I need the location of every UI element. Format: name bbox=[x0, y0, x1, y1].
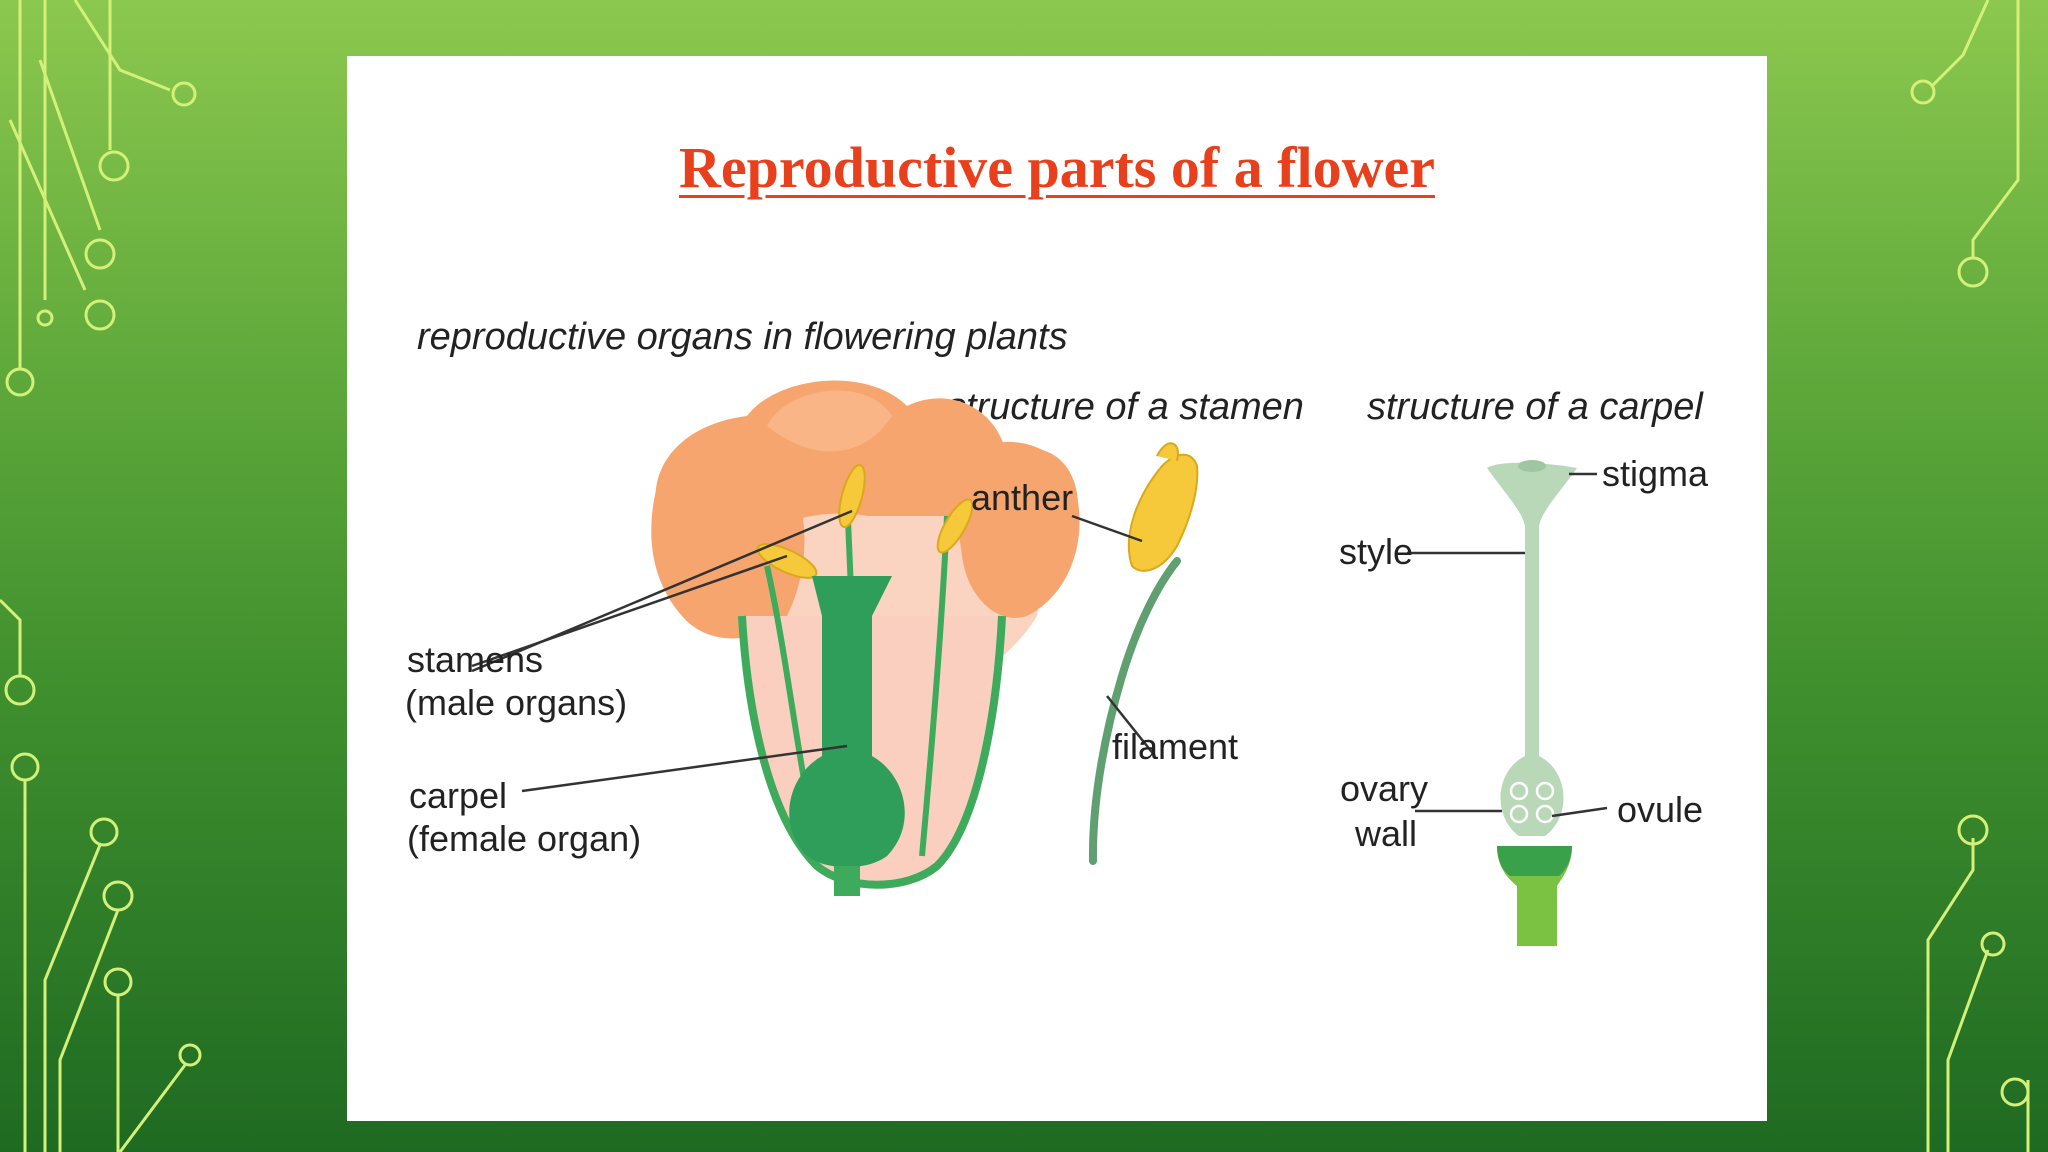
label-stigma: stigma bbox=[1602, 453, 1709, 494]
caption-carpel: structure of a carpel bbox=[1367, 386, 1704, 428]
caption-stamen: structure of a stamen bbox=[947, 386, 1304, 428]
label-filament: filament bbox=[1112, 726, 1238, 767]
caption-main: reproductive organs in flowering plants bbox=[417, 316, 1068, 358]
flower-diagram: reproductive organs in flowering plants … bbox=[405, 316, 1709, 946]
stamen-illustration bbox=[1071, 442, 1199, 865]
label-carpel-1: carpel bbox=[409, 775, 507, 816]
circuit-decoration-right bbox=[1910, 0, 2030, 1152]
label-ovule: ovule bbox=[1617, 789, 1703, 830]
slide-panel: Reproductive parts of a flower reproduct… bbox=[347, 56, 1767, 1121]
label-ovary-2: wall bbox=[1354, 813, 1417, 854]
slide-title: Reproductive parts of a flower bbox=[678, 135, 1435, 200]
label-style: style bbox=[1339, 531, 1413, 572]
circuit-decoration-left bbox=[0, 0, 202, 1152]
label-anther: anther bbox=[971, 477, 1073, 518]
label-stamens-1: stamens bbox=[407, 639, 543, 680]
label-carpel-2: (female organ) bbox=[407, 818, 641, 859]
carpel-illustration bbox=[1407, 460, 1608, 946]
label-ovary-1: ovary bbox=[1340, 768, 1428, 809]
label-stamens-2: (male organs) bbox=[405, 682, 627, 723]
flower-illustration bbox=[471, 380, 1080, 896]
